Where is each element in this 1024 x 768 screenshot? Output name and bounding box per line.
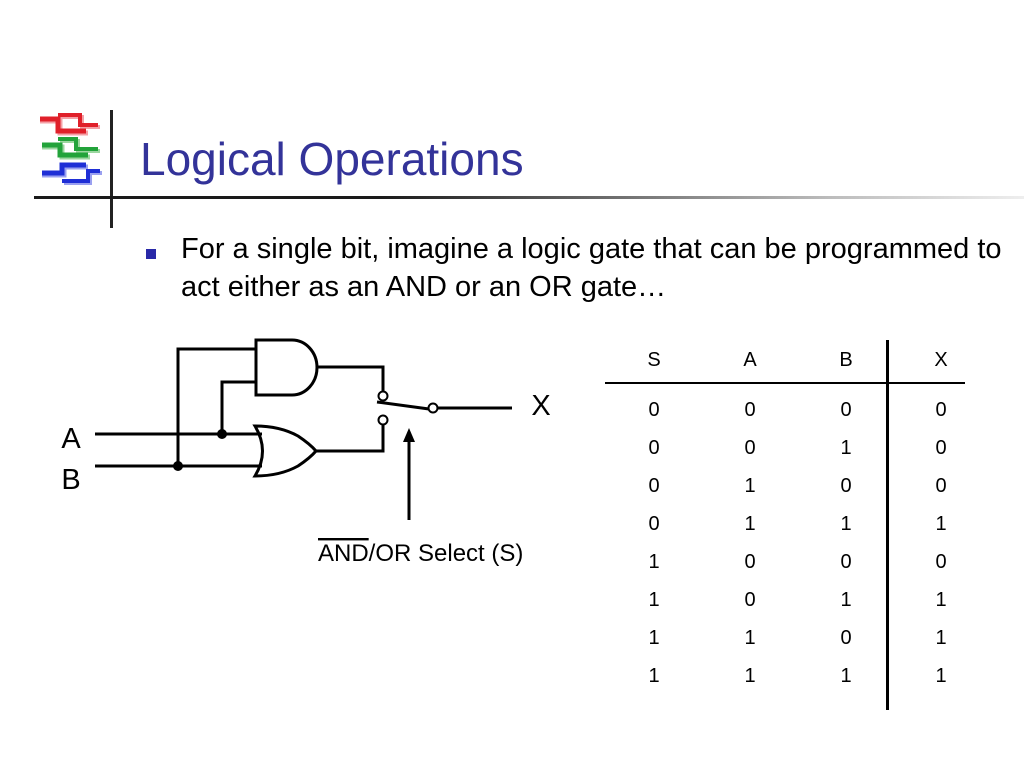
slide-title: Logical Operations (140, 133, 524, 185)
label-input-b: B (61, 464, 80, 496)
circuit-diagram: A B X AND/OR Select (S) (61, 338, 551, 567)
label-select-overlined: AND (318, 540, 369, 567)
wire-or-out (316, 425, 385, 453)
truth-table-cell: 0 (744, 437, 756, 459)
truth-table-output-divider (886, 340, 889, 710)
select-arrow-head (403, 428, 415, 442)
truth-table-header-cell: A (743, 349, 757, 371)
truth-table: S A B X 0 0 0 0 0 0 1 0 0 1 0 0 0 1 1 1 1 0 0 0 1 0 1 1 1 1 0 1 1 1 1 1 (605, 340, 967, 710)
switch-blade (376, 400, 430, 411)
truth-table-cell: 0 (935, 399, 947, 421)
wire-and-out (317, 365, 385, 391)
truth-table-cell: 1 (840, 513, 852, 535)
truth-table-cell: 1 (935, 513, 947, 535)
truth-table-cell: 0 (648, 437, 660, 459)
and-gate (254, 338, 319, 397)
truth-table-cell: 0 (935, 551, 947, 573)
truth-table-cell: 0 (744, 551, 756, 573)
title-vertical-rule (110, 110, 113, 228)
wire-a-to-and (220, 380, 256, 434)
truth-table-cell: 0 (935, 437, 947, 459)
logo-blue-strokes (42, 162, 102, 185)
truth-table-cell: 0 (648, 475, 660, 497)
truth-table-cell: 0 (840, 551, 852, 573)
truth-table-header-cell: S (647, 349, 661, 371)
truth-table-cell: 1 (648, 551, 660, 573)
logo-icon (40, 113, 102, 185)
logo-green-strokes (42, 137, 100, 160)
switch-contact-and (377, 390, 389, 402)
truth-table-cell: 1 (744, 627, 756, 649)
truth-table-cell: 1 (648, 589, 660, 611)
truth-table-cell: 1 (840, 589, 852, 611)
truth-table-cell: 1 (935, 627, 947, 649)
bullet-text: For a single bit, imagine a logic gate t… (181, 233, 1002, 303)
label-input-a: A (61, 423, 81, 455)
truth-table-header-cell: X (934, 349, 948, 371)
truth-table-cell: 1 (744, 665, 756, 687)
truth-table-cell: 0 (744, 589, 756, 611)
logo-red-strokes (40, 113, 100, 136)
truth-table-header-cell: B (839, 349, 853, 371)
label-output-x: X (531, 390, 550, 422)
bullet-square-icon (146, 249, 156, 259)
truth-table-cell: 0 (744, 399, 756, 421)
junction-b (173, 461, 183, 471)
truth-table-cell: 0 (840, 627, 852, 649)
label-select: AND/OR Select (S) (318, 540, 523, 567)
truth-table-cell: 0 (648, 399, 660, 421)
truth-table-cell: 1 (935, 665, 947, 687)
title-horizontal-rule (34, 196, 1024, 199)
truth-table-header-rule (605, 382, 965, 384)
truth-table-cell: 1 (935, 589, 947, 611)
truth-table-cell: 0 (648, 513, 660, 535)
truth-table-cell: 1 (744, 513, 756, 535)
truth-table-cell: 1 (840, 437, 852, 459)
truth-table-cell: 1 (840, 665, 852, 687)
truth-table-cell: 1 (744, 475, 756, 497)
junction-a (217, 429, 227, 439)
or-gate (252, 424, 318, 478)
label-select-rest: /OR Select (S) (369, 540, 524, 567)
truth-table-cell: 0 (840, 475, 852, 497)
truth-table-cell: 0 (935, 475, 947, 497)
wire-b-to-and (176, 347, 256, 466)
switch-contact-output (427, 402, 439, 414)
truth-table-cell: 1 (648, 627, 660, 649)
truth-table-cell: 0 (840, 399, 852, 421)
switch-contact-or (377, 414, 389, 426)
truth-table-cell: 1 (648, 665, 660, 687)
